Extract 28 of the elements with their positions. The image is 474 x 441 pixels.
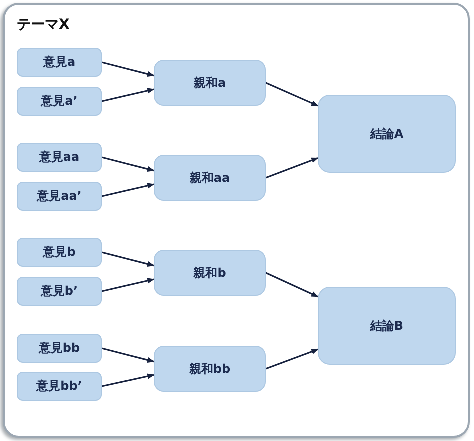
rounded-box: 意見b xyxy=(17,238,102,267)
rounded-box: 意見a’ xyxy=(17,87,102,116)
rounded-box: 結論B xyxy=(318,287,456,365)
group-title: テーマX xyxy=(17,16,70,34)
rounded-box: 親和b xyxy=(154,250,266,296)
rounded-box: 意見b’ xyxy=(17,277,102,306)
rounded-box: 意見aa’ xyxy=(17,182,102,211)
rounded-box: 結論A xyxy=(318,95,456,173)
group-frame xyxy=(3,3,470,438)
rounded-box: 意見bb’ xyxy=(17,372,102,401)
arrow xyxy=(102,348,155,363)
arrow xyxy=(102,183,155,198)
rounded-box: 親和a xyxy=(154,60,266,106)
arrow xyxy=(102,88,155,102)
arrow xyxy=(102,156,155,172)
rounded-box: 意見aa xyxy=(17,143,102,172)
arrow xyxy=(266,82,319,107)
rounded-box: 親和bb xyxy=(154,346,266,392)
rounded-box: 親和aa xyxy=(154,155,266,201)
rounded-box: 意見a xyxy=(17,48,102,77)
arrow xyxy=(102,252,155,267)
arrow xyxy=(102,62,155,77)
arrow xyxy=(102,278,155,292)
arrow xyxy=(266,157,319,179)
arrow xyxy=(266,348,319,370)
rounded-box: 意見bb xyxy=(17,334,102,363)
arrow xyxy=(102,374,155,388)
arrow xyxy=(266,272,319,298)
